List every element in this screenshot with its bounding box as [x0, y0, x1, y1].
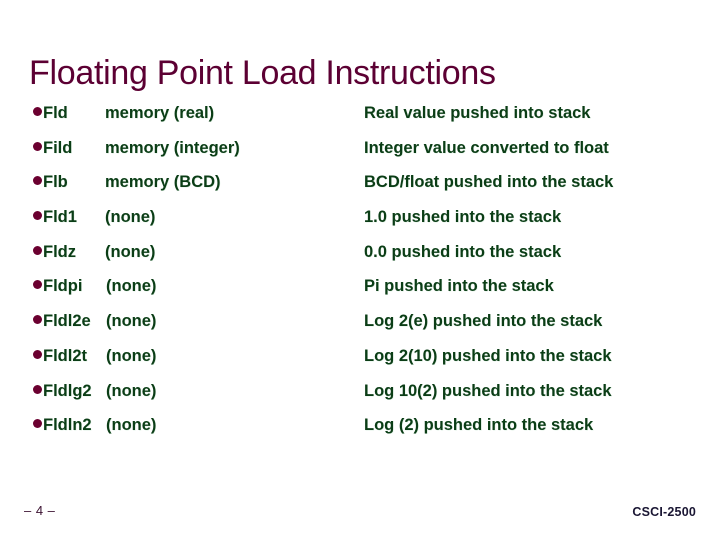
instruction-description: Integer value converted to float: [364, 138, 609, 157]
instruction-description: 0.0 pushed into the stack: [364, 242, 562, 261]
footer-course-code: CSCI-2500: [632, 505, 696, 519]
round-bullet-icon: [33, 107, 42, 116]
instruction-operand: (none): [106, 312, 157, 331]
instruction-row: Fldlg2 (none) Log 10(2) pushed into the st…: [33, 374, 693, 409]
round-bullet-icon: [33, 245, 42, 255]
round-bullet-icon: [33, 141, 42, 151]
instruction-operand: (none): [106, 381, 157, 400]
instruction-mnemonic: Fldz: [43, 242, 76, 261]
instruction-row: Fild memory (integer) Integer value conver…: [33, 131, 693, 166]
instruction-operand: (none): [106, 277, 157, 296]
instruction-operand: memory (BCD): [105, 173, 221, 192]
instruction-description: Log (2) pushed into the stack: [364, 416, 594, 435]
instruction-mnemonic: Fldpi: [43, 277, 83, 296]
instruction-operand: memory (real): [105, 104, 215, 122]
instruction-operand: (none): [105, 242, 156, 261]
instruction-list: Fld memory (real) Real value pushed into s…: [33, 96, 693, 443]
instruction-description: Log 10(2) pushed into the stack: [364, 381, 612, 400]
instruction-operand: memory (integer): [105, 138, 240, 157]
instruction-mnemonic: Fld: [43, 104, 68, 122]
round-bullet-icon: [33, 211, 42, 221]
page-title: Floating Point Load Instructions: [29, 53, 496, 92]
instruction-row: Fldl2e (none) Log 2(e) pushed into the sta…: [33, 304, 693, 339]
instruction-operand: (none): [106, 346, 157, 365]
instruction-description: BCD/float pushed into the stack: [364, 173, 614, 192]
instruction-mnemonic: Fld1: [43, 208, 77, 227]
instruction-operand: (none): [106, 416, 157, 435]
round-bullet-icon: [33, 349, 42, 359]
instruction-mnemonic: Fldlg2: [43, 381, 92, 400]
round-bullet-icon: [33, 419, 42, 429]
round-bullet-icon: [33, 315, 42, 325]
round-bullet-icon: [33, 176, 42, 186]
instruction-mnemonic: Fldln2: [43, 416, 92, 435]
instruction-description: 1.0 pushed into the stack: [364, 208, 562, 227]
round-bullet-icon: [33, 384, 42, 394]
instruction-mnemonic: Flb: [43, 173, 68, 192]
instruction-row: Fldpi (none) Pi pushed into the stack: [33, 269, 693, 304]
instruction-operand: (none): [105, 208, 156, 227]
instruction-row: Fldln2 (none) Log (2) pushed into the stac…: [33, 408, 693, 443]
instruction-description: Real value pushed into stack: [364, 104, 591, 122]
instruction-mnemonic: Fldl2t: [43, 346, 87, 365]
instruction-row: Flb memory (BCD) BCD/float pushed into the…: [33, 165, 693, 200]
round-bullet-icon: [33, 280, 42, 290]
instruction-description: Log 2(10) pushed into the stack: [364, 346, 612, 365]
instruction-row: Fld memory (real) Real value pushed into s…: [33, 96, 693, 131]
instruction-description: Log 2(e) pushed into the stack: [364, 312, 603, 331]
instruction-mnemonic: Fild: [43, 138, 73, 157]
instruction-row: Fldl2t (none) Log 2(10) pushed into the st…: [33, 339, 693, 374]
instruction-row: Fldz (none) 0.0 pushed into the stack: [33, 235, 693, 270]
instruction-description: Pi pushed into the stack: [364, 277, 554, 296]
footer-page-number: – 4 –: [24, 503, 56, 518]
instruction-row: Fld1 (none) 1.0 pushed into the stack: [33, 200, 693, 235]
instruction-mnemonic: Fldl2e: [43, 312, 91, 331]
